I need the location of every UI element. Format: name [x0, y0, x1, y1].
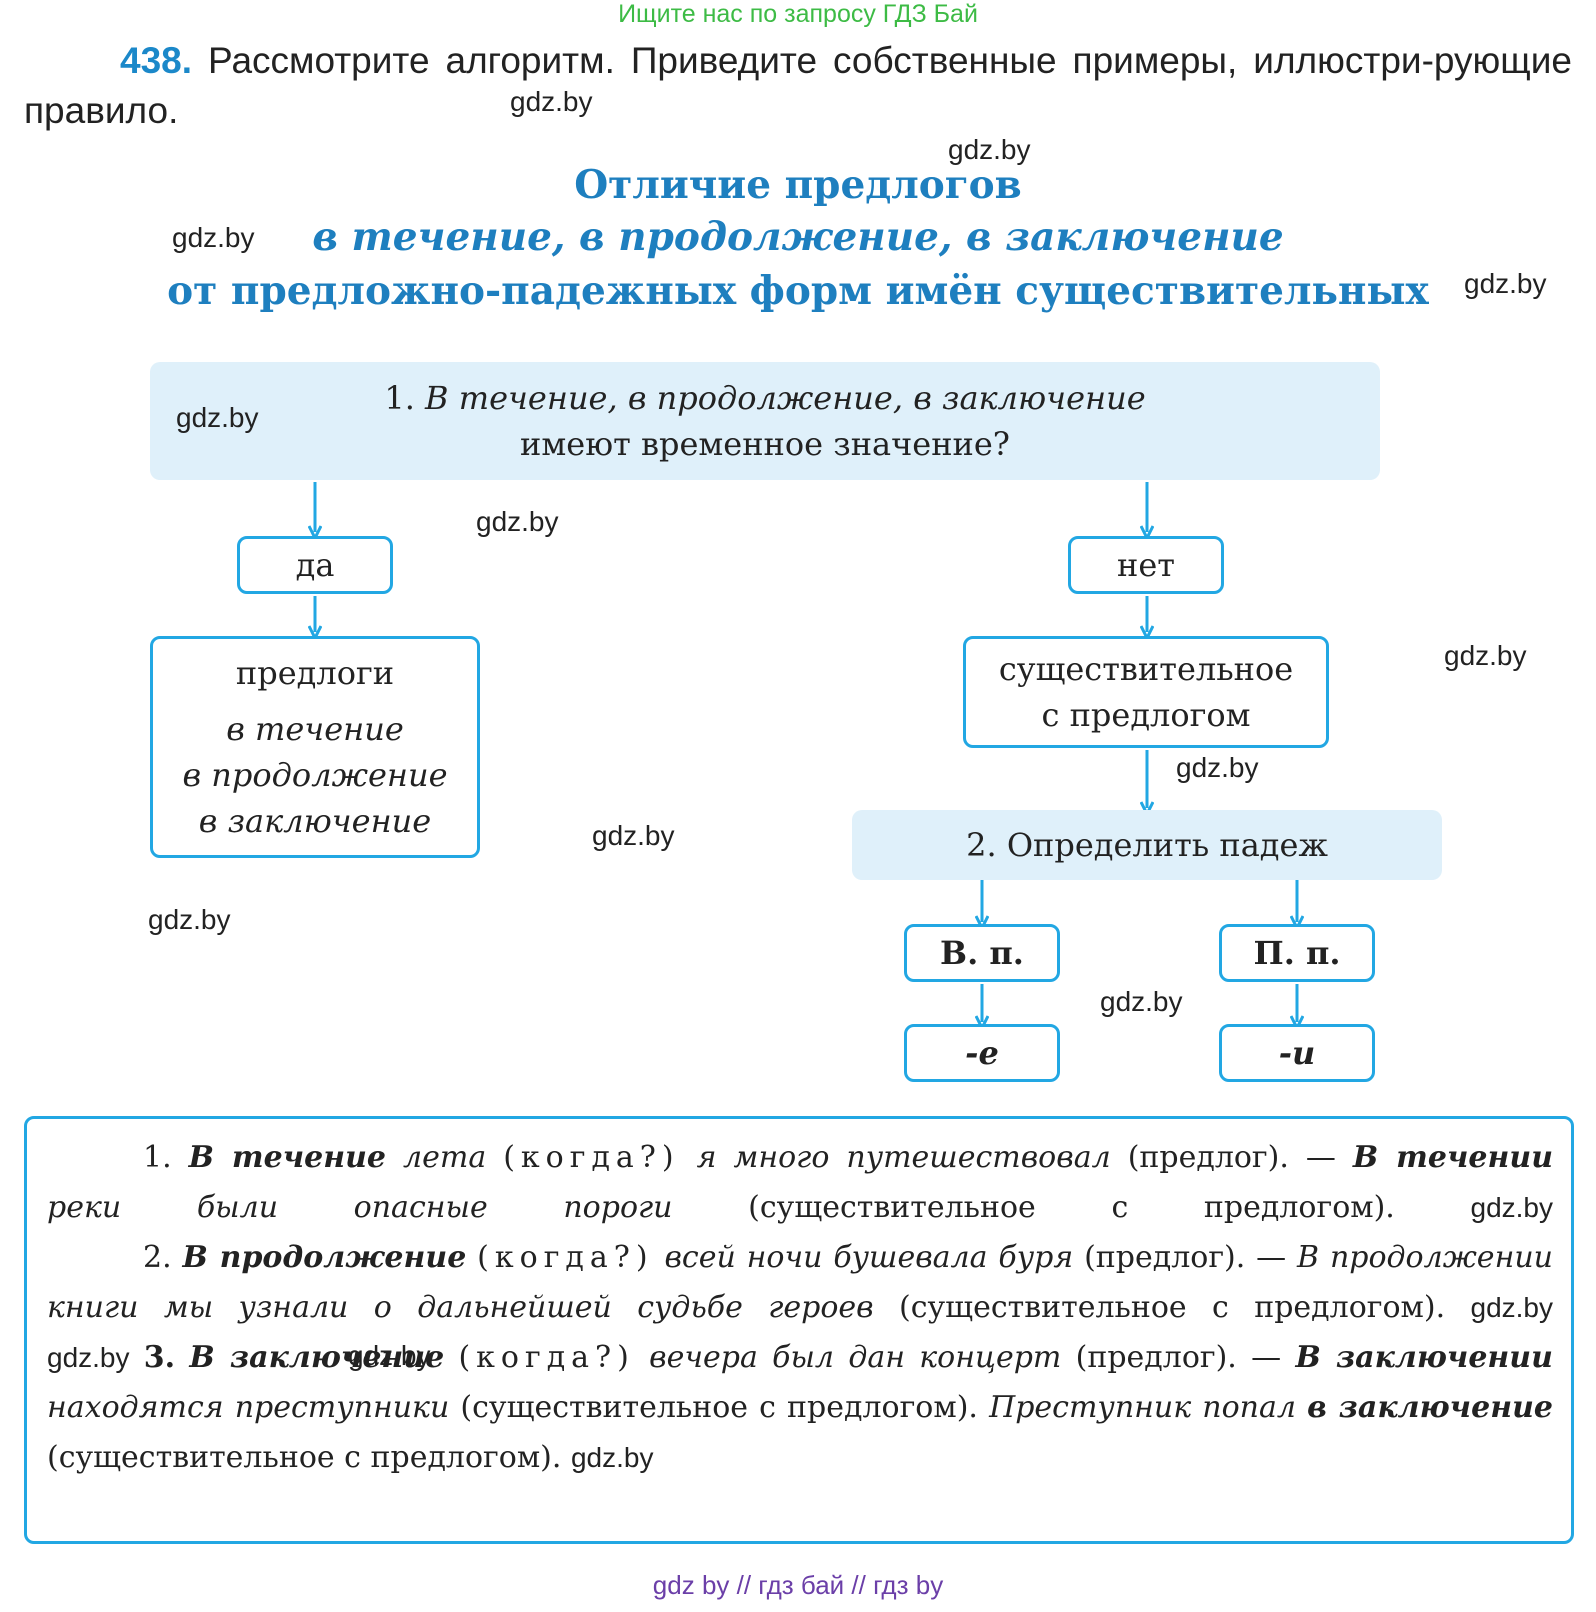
answer-yes-label: да: [295, 546, 335, 584]
answer-1-noun-tag: (существительное с предлогом).: [748, 1190, 1395, 1225]
question-2-box: 2. Определить падеж: [852, 810, 1442, 880]
answer-paragraph-2: 2. В продолжение (когда?) всей ночи буше…: [47, 1233, 1553, 1333]
ending-e-label: -е: [965, 1034, 999, 1072]
question-1-box: 1. В течение, в продолжение, в заключени…: [150, 362, 1380, 480]
task-statement: 438. Рассмотрите алгоритм. Приведите соб…: [24, 36, 1572, 136]
preposition-item: в заключение: [198, 802, 432, 840]
case-accusative-box: В. п.: [904, 924, 1060, 982]
answer-1-preposition: В течение: [188, 1140, 387, 1175]
answer-2-noun-tag: (существительное с предлогом).: [899, 1290, 1446, 1325]
rule-title-line2: в течение, в продолжение, в заключение: [312, 214, 1284, 260]
rule-title-line3: от предложно-падежных форм имён существи…: [167, 268, 1429, 314]
answer-2-sentence: всей ночи бушевала буря: [664, 1240, 1074, 1275]
answer-1-tag: (предлог). —: [1127, 1140, 1336, 1175]
watermark: gdz.by: [47, 1342, 130, 1373]
question-2-text: 2. Определить падеж: [966, 826, 1328, 864]
answer-3-noun-tag: (существительное с предлогом).: [460, 1390, 978, 1425]
footer-links[interactable]: gdz by // гдз бай // гдз by: [652, 1570, 944, 1600]
answer-paragraph-1: 1. В течение лета (когда?) я много путеш…: [47, 1133, 1553, 1233]
answer-paragraph-3: gdz.by 3. В заключение (когда?) вечера б…: [47, 1333, 1553, 1483]
watermark: gdz.by: [1470, 1292, 1554, 1323]
watermark: gdz.by: [1176, 752, 1259, 783]
noun-with-preposition-box: существительное с предлогом: [963, 636, 1329, 748]
case-accusative-label: В. п.: [940, 934, 1024, 972]
watermark: gdz.by: [948, 134, 1031, 165]
ending-i-box: -и: [1219, 1024, 1375, 1082]
answer-3-number: 3.: [143, 1340, 176, 1375]
ending-i-label: -и: [1278, 1034, 1316, 1072]
task-number: 438.: [120, 40, 193, 81]
answer-2-tag: (предлог). —: [1084, 1240, 1287, 1275]
watermark: gdz.by: [148, 904, 231, 935]
answer-text: 1. В течение лета (когда?) я много путеш…: [47, 1133, 1553, 1483]
watermark: gdz.by: [570, 1442, 654, 1473]
watermark: gdz.by: [1464, 268, 1547, 299]
answer-no-box: нет: [1068, 536, 1224, 594]
answer-1-sentence: я много путешествовал: [696, 1140, 1111, 1175]
watermark: gdz.by: [348, 1340, 431, 1371]
answer-3-noun-form: В заключении: [1295, 1340, 1553, 1375]
question-1-line1: В течение, в продолжение, в заключение: [425, 379, 1146, 417]
question-1-number: 1.: [384, 379, 415, 417]
answer-1-question: (когда?): [503, 1140, 680, 1175]
answer-2-number: 2.: [143, 1240, 172, 1275]
watermark: gdz.by: [172, 222, 255, 253]
answer-3-tag: (предлог). —: [1075, 1340, 1282, 1375]
answer-2-noun-sentence: В продолжении книги мы узнали о дальнейш…: [47, 1240, 1553, 1325]
answer-1-word: лета: [403, 1140, 487, 1175]
answer-3-extra-tag: (существительное с предлогом).: [47, 1440, 562, 1475]
noun-box-line2: с предлогом: [1041, 696, 1251, 734]
answer-yes-box: да: [237, 536, 393, 594]
watermark: gdz.by: [476, 506, 559, 537]
watermark: gdz.by: [1444, 640, 1527, 671]
answer-no-label: нет: [1117, 546, 1175, 584]
answer-1-noun-sentence: реки были опасные пороги: [47, 1190, 673, 1225]
answer-3-extra-form: в заключение: [1307, 1390, 1553, 1425]
watermark: gdz.by: [510, 86, 593, 117]
watermark: gdz.by: [176, 402, 259, 433]
answer-1-number: 1.: [143, 1140, 172, 1175]
prepositions-heading: предлоги: [235, 654, 395, 692]
answer-3-extra-sentence: Преступник попал: [989, 1390, 1296, 1425]
watermark: gdz.by: [1100, 986, 1183, 1017]
answer-3-noun-sentence: находятся преступники: [47, 1390, 450, 1425]
answer-1-noun-form: В течении: [1352, 1140, 1553, 1175]
case-prepositional-box: П. п.: [1219, 924, 1375, 982]
watermark: gdz.by: [1470, 1192, 1554, 1223]
rule-title-line1: Отличие предлогов: [574, 162, 1022, 208]
ending-e-box: -е: [904, 1024, 1060, 1082]
answer-2-preposition: В продолжение: [182, 1240, 467, 1275]
answer-3-preposition: В заключение: [189, 1340, 445, 1375]
task-text: Рассмотрите алгоритм. Приведите собствен…: [24, 40, 1572, 131]
preposition-item: в течение: [226, 710, 404, 748]
answer-3-sentence: вечера был дан концерт: [649, 1340, 1062, 1375]
noun-box-line1: существительное: [998, 650, 1294, 688]
answer-3-question: (когда?): [458, 1340, 635, 1375]
answer-2-question: (когда?): [477, 1240, 654, 1275]
prepositions-box: предлоги в течение в продолжение в заклю…: [150, 636, 480, 858]
watermark: gdz.by: [592, 820, 675, 851]
answer-box: 1. В течение лета (когда?) я много путеш…: [24, 1116, 1574, 1544]
preposition-item: в продолжение: [182, 756, 448, 794]
header-search-link[interactable]: Ищите нас по запросу ГДЗ Бай: [618, 0, 978, 28]
case-prepositional-label: П. п.: [1253, 934, 1341, 972]
question-1-line2: имеют временное значение?: [520, 425, 1010, 463]
